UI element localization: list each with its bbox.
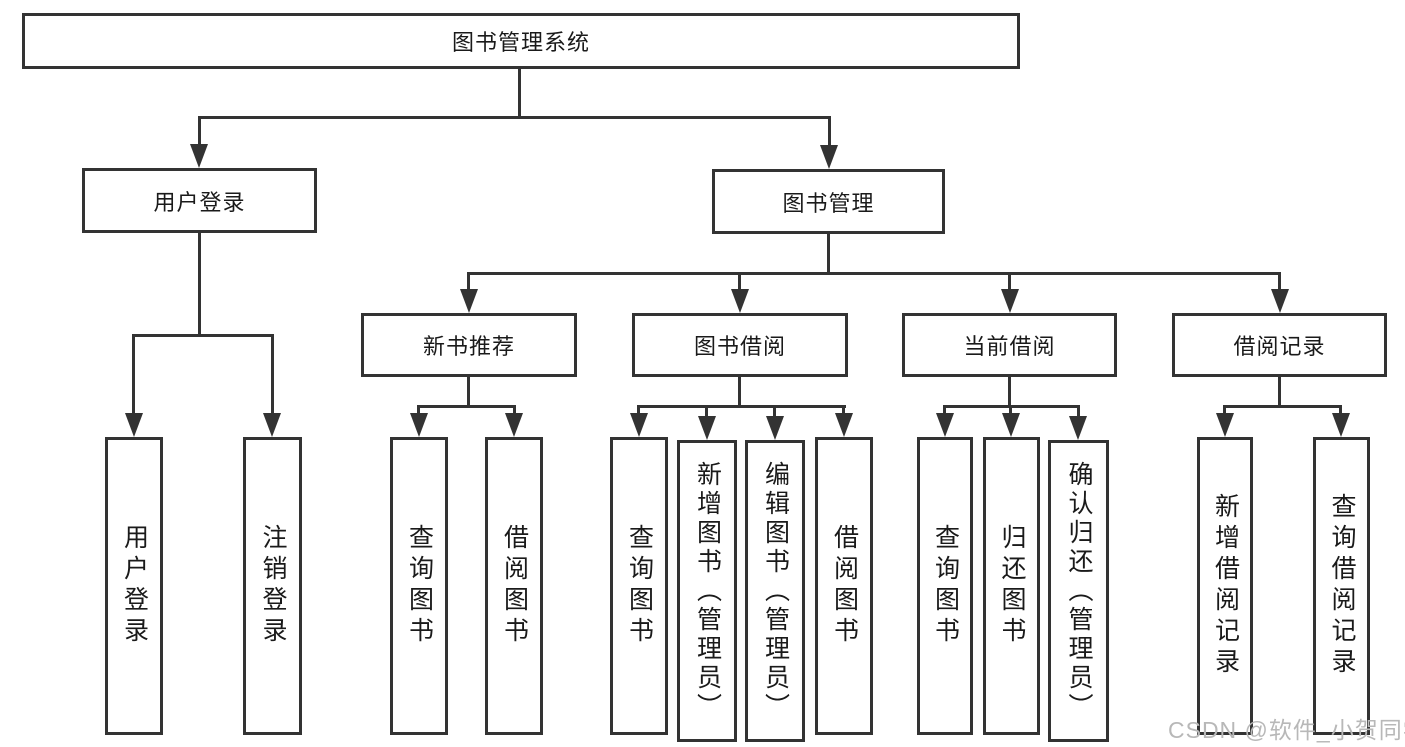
leaf-borrow-books: 借阅图书 xyxy=(815,437,873,735)
leaf-query-books-current-label: 查询图书 xyxy=(931,524,960,648)
node-user-login-label: 用户登录 xyxy=(153,189,246,215)
connector-line xyxy=(132,335,135,417)
node-user-login: 用户登录 xyxy=(82,168,317,233)
connector-line xyxy=(1009,406,1012,416)
connector-line xyxy=(1008,273,1011,291)
leaf-add-books-admin-label: 新增图书（管理员） xyxy=(693,460,722,722)
arrow-down-icon xyxy=(1332,413,1350,437)
connector-line xyxy=(198,232,201,336)
connector-line xyxy=(705,406,708,416)
node-book-management: 图书管理 xyxy=(712,169,945,234)
leaf-logout: 注销登录 xyxy=(243,437,302,735)
leaf-query-borrow-record-label: 查询借阅记录 xyxy=(1328,493,1356,679)
node-new-book-recommend-label: 新书推荐 xyxy=(422,334,515,359)
arrow-down-icon xyxy=(731,289,749,313)
connector-line xyxy=(738,376,741,407)
connector-line xyxy=(467,273,470,291)
node-current-borrow-label: 当前借阅 xyxy=(963,334,1056,359)
leaf-confirm-return-admin-label: 确认归还（管理员） xyxy=(1065,460,1093,722)
arrow-down-icon xyxy=(263,413,281,437)
connector-line xyxy=(518,68,521,118)
leaf-borrow-books-recommend: 借阅图书 xyxy=(485,437,543,735)
connector-line xyxy=(417,405,516,408)
connector-line xyxy=(132,334,274,337)
connector-line xyxy=(842,406,845,416)
leaf-query-books-current: 查询图书 xyxy=(917,437,973,735)
connector-line xyxy=(773,406,776,416)
connector-line xyxy=(1077,406,1080,416)
leaf-edit-books-admin-label: 编辑图书（管理员） xyxy=(761,460,790,722)
arrow-down-icon xyxy=(125,413,143,437)
leaf-query-books-borrow: 查询图书 xyxy=(610,437,668,735)
connector-line xyxy=(637,406,640,416)
leaf-confirm-return-admin: 确认归还（管理员） xyxy=(1048,440,1109,742)
node-book-management-label: 图书管理 xyxy=(782,190,875,216)
arrow-down-icon xyxy=(190,144,208,168)
arrow-down-icon xyxy=(1002,413,1020,437)
connector-line xyxy=(738,273,741,291)
leaf-query-borrow-record: 查询借阅记录 xyxy=(1313,437,1370,735)
leaf-edit-books-admin: 编辑图书（管理员） xyxy=(745,440,805,742)
connector-line xyxy=(1339,406,1342,416)
connector-line xyxy=(827,233,830,274)
connector-line xyxy=(828,117,831,147)
leaf-borrow-books-label: 借阅图书 xyxy=(830,524,859,648)
connector-line xyxy=(1008,376,1011,407)
node-borrow-records: 借阅记录 xyxy=(1172,313,1387,377)
leaf-query-books-borrow-label: 查询图书 xyxy=(625,524,654,648)
arrow-down-icon xyxy=(766,416,784,440)
arrow-down-icon xyxy=(820,145,838,169)
arrow-down-icon xyxy=(1271,289,1289,313)
arrow-down-icon xyxy=(1216,413,1234,437)
leaf-user-login: 用户登录 xyxy=(105,437,163,735)
leaf-add-books-admin: 新增图书（管理员） xyxy=(677,440,737,742)
arrow-down-icon xyxy=(936,413,954,437)
leaf-logout-label: 注销登录 xyxy=(259,524,287,648)
arrow-down-icon xyxy=(1069,416,1087,440)
node-borrow-records-label: 借阅记录 xyxy=(1233,334,1326,359)
connector-line xyxy=(271,335,274,417)
node-current-borrow: 当前借阅 xyxy=(902,313,1117,377)
connector-line xyxy=(467,272,1281,275)
connector-line xyxy=(1223,405,1342,408)
connector-line xyxy=(467,376,470,407)
connector-line xyxy=(1278,376,1281,407)
leaf-query-books-recommend: 查询图书 xyxy=(390,437,448,735)
leaf-user-login-label: 用户登录 xyxy=(120,524,149,648)
node-new-book-recommend: 新书推荐 xyxy=(361,313,577,377)
node-root: 图书管理系统 xyxy=(22,13,1020,69)
connector-line xyxy=(1223,406,1226,416)
leaf-return-books: 归还图书 xyxy=(983,437,1040,735)
connector-line xyxy=(417,406,420,416)
arrow-down-icon xyxy=(835,413,853,437)
arrow-down-icon xyxy=(460,289,478,313)
leaf-query-books-recommend-label: 查询图书 xyxy=(405,524,434,648)
connector-line xyxy=(637,405,846,408)
arrow-down-icon xyxy=(630,413,648,437)
node-book-borrow: 图书借阅 xyxy=(632,313,848,377)
arrow-down-icon xyxy=(698,416,716,440)
connector-line xyxy=(513,406,516,416)
leaf-return-books-label: 归还图书 xyxy=(998,524,1026,648)
csdn-watermark: CSDN @软件_小贺同学 xyxy=(1168,717,1405,743)
arrow-down-icon xyxy=(410,413,428,437)
arrow-down-icon xyxy=(1001,289,1019,313)
leaf-add-borrow-record-label: 新增借阅记录 xyxy=(1211,493,1240,679)
connector-line xyxy=(1278,273,1281,291)
connector-line xyxy=(943,406,946,416)
node-book-borrow-label: 图书借阅 xyxy=(693,334,786,359)
connector-line xyxy=(198,116,831,119)
connector-line xyxy=(198,117,201,147)
leaf-add-borrow-record: 新增借阅记录 xyxy=(1197,437,1253,735)
arrow-down-icon xyxy=(505,413,523,437)
leaf-borrow-books-recommend-label: 借阅图书 xyxy=(500,524,529,648)
node-root-label: 图书管理系统 xyxy=(451,30,590,55)
